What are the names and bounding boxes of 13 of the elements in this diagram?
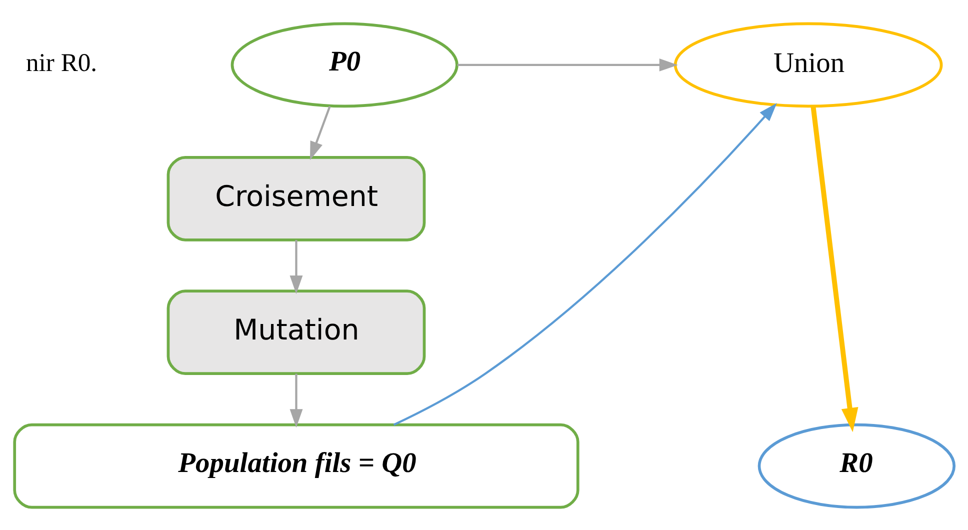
node-box: Population fils = Q0	[13, 422, 580, 508]
node-box: Mutation	[166, 289, 426, 375]
arrow	[810, 106, 858, 432]
arrow	[290, 373, 303, 428]
node-box: Croisement	[166, 155, 426, 241]
arrow	[393, 102, 777, 426]
arrow	[310, 105, 331, 160]
arrow	[290, 240, 303, 294]
arrow	[457, 58, 678, 71]
node-ellipse: R0	[758, 422, 956, 508]
label: nir R0.	[26, 48, 98, 77]
node-ellipse: P0	[230, 22, 458, 108]
node-ellipse: Union	[674, 22, 943, 108]
